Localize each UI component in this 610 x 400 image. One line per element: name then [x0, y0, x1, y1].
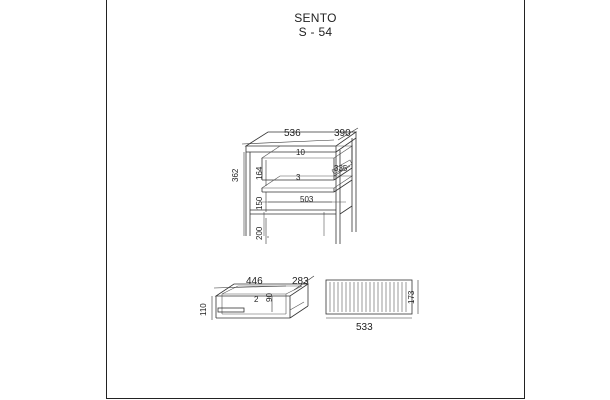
label-drawer-height: 164 [255, 166, 264, 180]
drawer-box-view: 446 283 110 90 2 [199, 275, 315, 320]
label-inner-width: 503 [300, 195, 314, 204]
label-drawer-gap: 3 [296, 173, 301, 182]
drawer-side-bottom [333, 167, 353, 181]
label-shelf-height: 150 [255, 196, 264, 210]
label-depth: 390 [334, 128, 351, 139]
drawer-slide-left [217, 307, 245, 313]
front-panel-slats [329, 282, 407, 312]
drawer-slide-right [289, 301, 305, 311]
drawer-box-side-bottom [289, 305, 309, 319]
dim-line-depth [337, 127, 359, 141]
dim-line-box-depth [293, 275, 315, 291]
label-drawer-depth: 335 [334, 164, 348, 173]
front-panel-outline [325, 279, 413, 315]
drawer-box-inner-rim [221, 285, 303, 295]
drawing-sheet: SENTO S - 54 [106, 0, 525, 399]
label-panel-width: 533 [356, 322, 373, 333]
product-name: SENTO [294, 11, 337, 25]
top-edge-side [335, 137, 357, 153]
label-box-depth: 283 [292, 276, 309, 287]
label-box-outer-height: 110 [199, 303, 208, 316]
rail-side [339, 205, 353, 215]
shelf-side [333, 179, 353, 193]
label-top-gap: 10 [296, 148, 305, 157]
label-box-gap: 2 [254, 295, 259, 304]
label-box-inner-height: 90 [265, 293, 274, 302]
label-width: 536 [284, 128, 301, 139]
dim-line-drawer-depth [333, 165, 351, 177]
dim-line-box-width [213, 285, 287, 289]
product-code: S - 54 [298, 25, 333, 39]
dim-line-width [241, 139, 335, 145]
label-panel-height: 173 [407, 290, 416, 304]
shelf [261, 175, 353, 189]
label-box-width: 446 [246, 276, 263, 287]
front-panel-view: 533 173 [325, 279, 419, 333]
nightstand-view: 536 390 10 335 3 503 362 164 150 200 [231, 127, 359, 244]
label-leg-height: 200 [255, 226, 264, 240]
label-total-height: 362 [231, 168, 240, 182]
